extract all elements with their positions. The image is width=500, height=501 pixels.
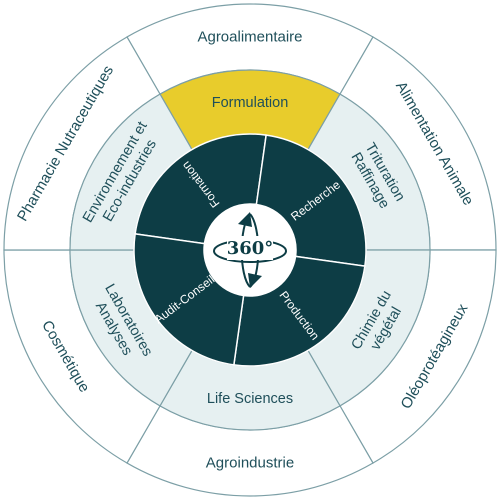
middle-label-formulation: Formulation xyxy=(212,95,289,111)
outer-label-agroindustrie: Agroindustrie xyxy=(206,455,294,472)
center-label: 360° xyxy=(227,238,274,259)
middle-label-line: Formulation xyxy=(212,95,289,111)
middle-label-life-sciences: Life Sciences xyxy=(207,391,293,407)
arrow-head-bottom-icon xyxy=(248,273,262,288)
center-label-backdrop xyxy=(227,236,273,260)
middle-label-line: Life Sciences xyxy=(207,391,293,407)
outer-label-agroalimentaire: Agroalimentaire xyxy=(197,29,302,46)
arrow-head-top-icon xyxy=(238,212,252,227)
